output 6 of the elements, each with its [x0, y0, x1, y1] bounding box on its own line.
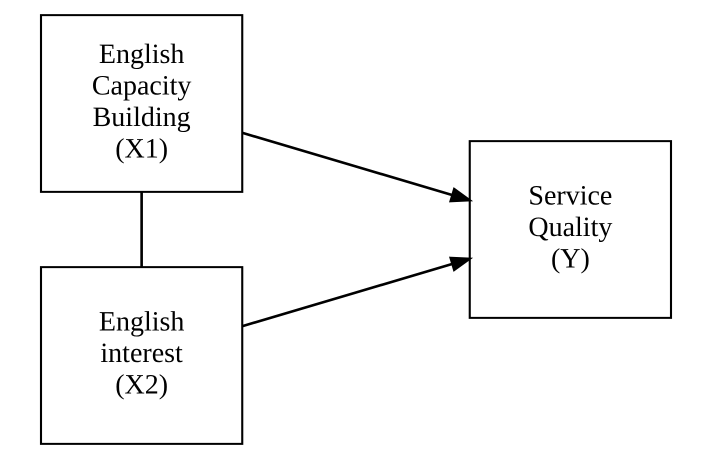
connector — [140, 192, 142, 267]
arrow — [242, 132, 473, 202]
arrow — [242, 256, 473, 328]
node-box: Service Quality (Y) — [468, 140, 672, 319]
node-box: English Capacity Building (X1) — [39, 14, 243, 193]
node-box: English interest (X2) — [39, 266, 243, 445]
